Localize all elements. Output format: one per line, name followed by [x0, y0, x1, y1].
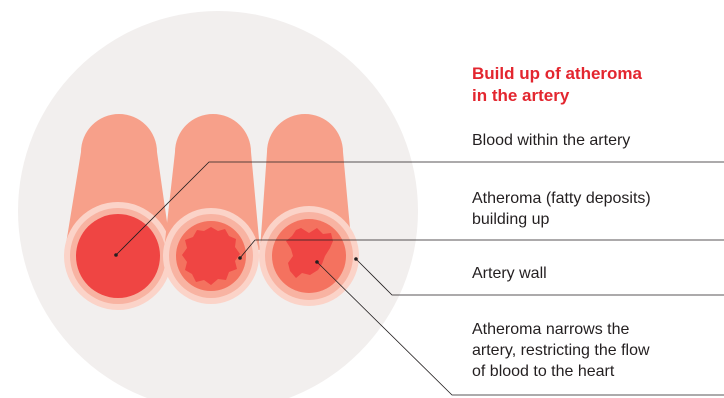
leader-dot [354, 257, 358, 261]
label-blood: Blood within the artery [472, 130, 722, 151]
label-text: of blood to the heart [472, 361, 722, 382]
title-line: in the artery [472, 85, 712, 107]
label-text: building up [472, 209, 722, 230]
leader-dot [238, 256, 242, 260]
label-text: artery, restricting the flow [472, 340, 722, 361]
label-artery-wall: Artery wall [472, 263, 722, 284]
label-atheroma: Atheroma (fatty deposits) building up [472, 188, 722, 230]
diagram-title: Build up of atheroma in the artery [472, 63, 712, 107]
label-narrows: Atheroma narrows the artery, restricting… [472, 319, 722, 382]
leader-dot [114, 253, 118, 257]
leader-dot [315, 260, 319, 264]
label-text: Atheroma narrows the [472, 319, 722, 340]
title-line: Build up of atheroma [472, 63, 712, 85]
artery-atheroma-building [163, 114, 260, 304]
label-text: Atheroma (fatty deposits) [472, 188, 722, 209]
label-text: Artery wall [472, 263, 722, 284]
label-text: Blood within the artery [472, 130, 722, 151]
blood-lumen [76, 214, 160, 298]
